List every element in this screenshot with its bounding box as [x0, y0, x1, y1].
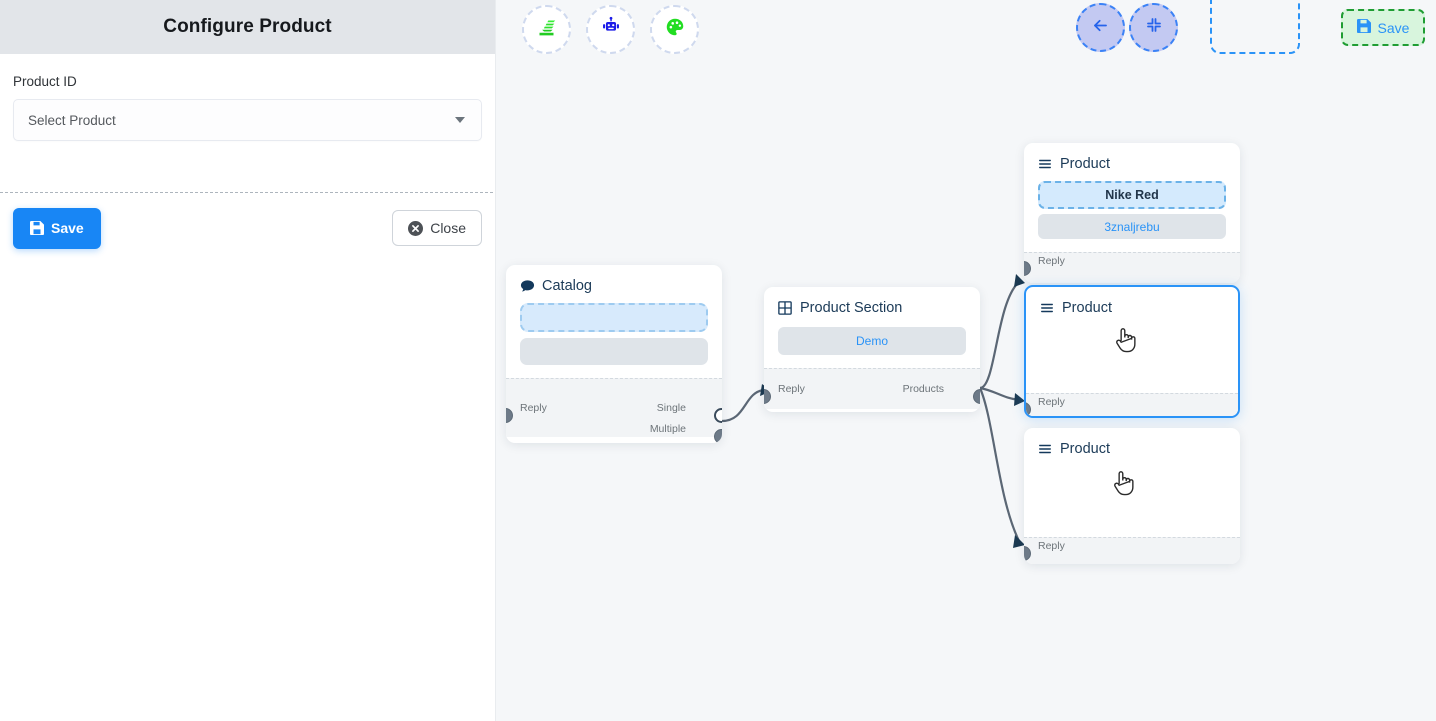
node-product-1-footer: Reply [1024, 252, 1240, 283]
list-menu-icon [1040, 301, 1055, 316]
node-product-2-header: Product [1026, 287, 1238, 321]
connection-edges [721, 274, 1025, 548]
panel-body: Product ID Select Product [0, 54, 495, 141]
canvas-save-button-label: Save [1377, 19, 1410, 36]
list-menu-icon [1038, 157, 1053, 172]
close-circle-icon [408, 220, 424, 236]
chevron-down-icon [455, 117, 465, 123]
node-product-2-title: Product [1062, 300, 1112, 316]
page-title: Configure Product [163, 16, 332, 37]
port-out-single-dot[interactable] [714, 408, 722, 423]
node-product-section-body: Demo [764, 321, 980, 368]
configure-product-panel: Configure Product Product ID Select Prod… [0, 0, 496, 721]
node-product-section-title: Product Section [800, 300, 903, 316]
toolbar-button-back[interactable] [1076, 3, 1125, 52]
product-select[interactable]: Select Product [13, 99, 482, 141]
product-select-value: Select Product [28, 112, 116, 128]
node-product-1-title: Product [1060, 156, 1110, 172]
panel-header: Configure Product [0, 0, 495, 54]
node-product-2-body [1026, 321, 1238, 393]
port-in-reply-label: Reply [520, 402, 547, 414]
panel-divider [0, 192, 493, 193]
floppy-disk-icon [30, 221, 44, 235]
port-in-reply-label: Reply [778, 383, 805, 395]
product-id-label: Product ID [13, 74, 77, 89]
port-out-multiple-dot[interactable] [714, 429, 722, 443]
catalog-chip-1[interactable] [520, 303, 708, 332]
node-catalog[interactable]: Catalog Reply Single Multiple [506, 265, 722, 443]
product-1-chip-variant[interactable]: Nike Red [1038, 181, 1226, 209]
node-product-3-header: Product [1024, 428, 1240, 462]
close-button-label: Close [430, 220, 466, 236]
node-product-3-footer: Reply [1024, 537, 1240, 564]
port-in-reply-label: Reply [1038, 540, 1065, 552]
port-out-multiple-label: Multiple [649, 423, 686, 435]
save-button-label: Save [51, 220, 84, 236]
product-1-chip-code[interactable]: 3znaljrebu [1038, 214, 1226, 239]
chat-bubble-icon [520, 279, 535, 294]
node-product-3-body [1024, 462, 1240, 537]
floppy-disk-icon [1356, 19, 1371, 36]
node-product-section-header: Product Section [764, 287, 980, 321]
port-out-products-label: Products [902, 383, 944, 395]
port-out-products-dot[interactable] [973, 389, 980, 404]
node-product-1[interactable]: Product Nike Red 3znaljrebu Reply [1024, 143, 1240, 283]
node-product-2[interactable]: Product Reply [1024, 285, 1240, 418]
flow-canvas[interactable]: Save Catalog Reply Single [496, 0, 1436, 721]
port-out-single-label: Single [656, 402, 686, 414]
node-product-3-title: Product [1060, 441, 1110, 457]
node-catalog-title: Catalog [542, 278, 592, 294]
port-in-reply-label: Reply [1038, 396, 1065, 408]
product-section-chip-demo[interactable]: Demo [778, 327, 966, 355]
node-product-1-body: Nike Red 3znaljrebu [1024, 177, 1240, 252]
node-catalog-header: Catalog [506, 265, 722, 299]
port-in-reply-dot[interactable] [1026, 402, 1031, 416]
grid-table-icon [778, 300, 793, 316]
robot-icon [600, 16, 622, 43]
toolbar-button-fit-view[interactable] [1129, 3, 1178, 52]
canvas-save-button[interactable]: Save [1341, 9, 1425, 46]
node-product-2-footer: Reply [1026, 393, 1238, 416]
compress-icon [1145, 16, 1163, 39]
node-product-1-header: Product [1024, 143, 1240, 177]
node-product-3[interactable]: Product Reply [1024, 428, 1240, 564]
palette-icon [664, 16, 686, 43]
panel-footer: Save Close [0, 193, 495, 263]
back-arrow-icon [1091, 16, 1110, 40]
port-in-reply-dot[interactable] [1024, 546, 1031, 561]
toolbar-button-bot[interactable] [586, 5, 635, 54]
port-in-reply-dot[interactable] [764, 389, 771, 404]
node-catalog-footer: Reply Single Multiple [506, 378, 722, 443]
port-in-reply-dot[interactable] [506, 408, 513, 423]
toolbar-empty-slot[interactable] [1210, 0, 1300, 54]
node-product-section[interactable]: Product Section Demo Reply Products [764, 287, 980, 412]
port-in-reply-dot[interactable] [1024, 261, 1031, 276]
catalog-chip-2[interactable] [520, 338, 708, 365]
toolbar-button-stack[interactable] [522, 5, 571, 54]
node-catalog-body [506, 299, 722, 378]
close-button[interactable]: Close [392, 210, 482, 246]
node-product-section-footer: Reply Products [764, 368, 980, 409]
toolbar-button-theme[interactable] [650, 5, 699, 54]
stack-icon [536, 17, 557, 43]
list-menu-icon [1038, 442, 1053, 457]
port-in-reply-label: Reply [1038, 255, 1065, 267]
save-button[interactable]: Save [13, 207, 101, 249]
